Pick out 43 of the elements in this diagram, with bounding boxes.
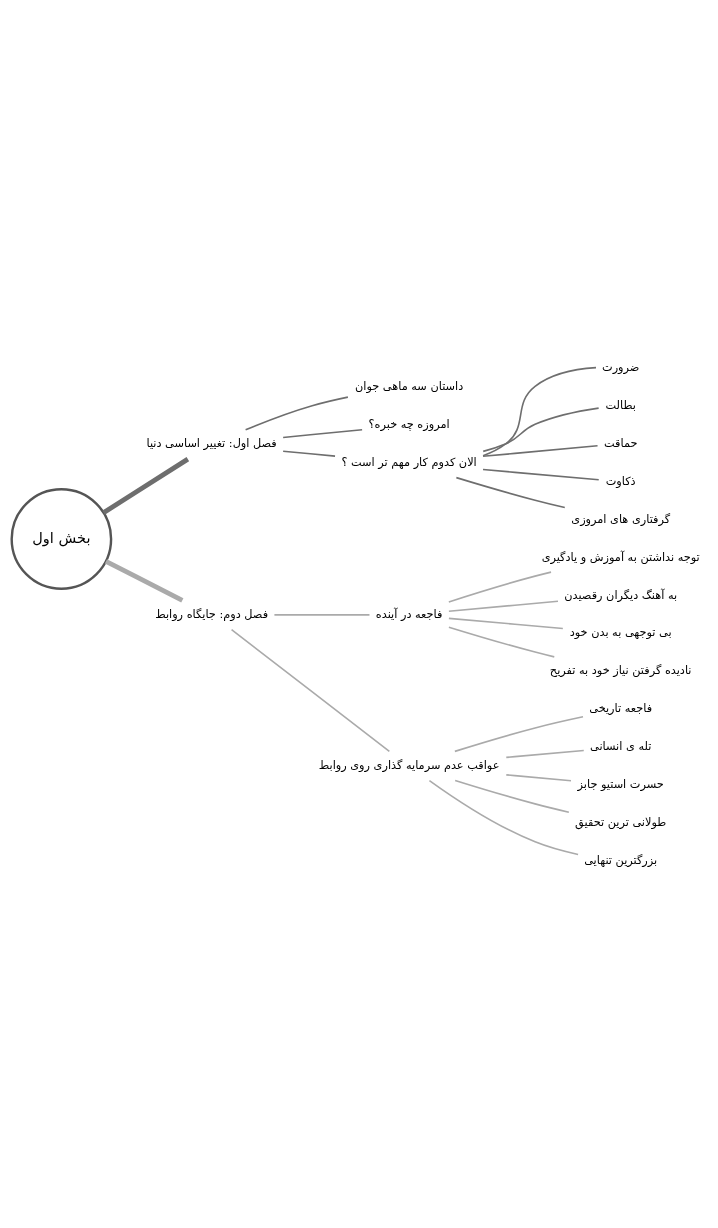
connector	[448, 570, 552, 603]
node-text: تله ی انسانی	[590, 739, 652, 753]
node-text: الان کدوم کار مهم تر است ؟	[341, 455, 477, 469]
node-text: حسرت استیو جابز	[577, 777, 664, 791]
connector	[482, 406, 600, 452]
connector	[482, 366, 597, 456]
node-text: نادیده گرفتن نیاز خود به تفریح	[549, 663, 692, 677]
node-text: فصل دوم: جایگاه روابط	[155, 607, 269, 621]
connector	[273, 613, 371, 616]
node-text: به آهنگ دیگران رقصیدن	[564, 588, 678, 602]
node-text: ذکاوت	[605, 474, 636, 488]
node-text: فصل اول: تغییر اساسی دنیا	[146, 436, 277, 450]
connector	[505, 749, 585, 758]
connector	[282, 449, 336, 457]
node-text: گرفتاری های امروزی	[571, 512, 671, 526]
connector	[482, 444, 599, 457]
connector	[455, 476, 566, 508]
node-text: بی توجهی به بدن خود	[569, 625, 672, 639]
connector	[448, 599, 559, 612]
node-text: توجه نداشتن به آموزش و یادگیری	[541, 550, 700, 564]
connector	[230, 628, 391, 752]
node-text: بزرگترین تنهایی	[584, 853, 658, 867]
node-text: ضرورت	[602, 360, 640, 374]
node-text: حماقت	[603, 436, 638, 450]
node-text: فاجعه در آینده	[375, 607, 443, 621]
node-text: طولانی ترین تحقیق	[575, 815, 667, 829]
connector	[282, 428, 363, 438]
connector	[448, 617, 564, 629]
connector	[482, 468, 600, 481]
connector	[454, 715, 584, 752]
node-text: داستان سه ماهی جوان	[354, 379, 464, 393]
node-text: بطالت	[605, 398, 636, 412]
node-text: امروزه چه خبره؟	[368, 417, 450, 431]
connector	[448, 625, 556, 658]
connector	[104, 558, 184, 602]
connector	[428, 779, 579, 855]
node-text: عواقب عدم سرمایه گذاری روی روابط	[318, 758, 500, 772]
node-circle: بخش اول	[10, 487, 113, 590]
connector	[244, 395, 349, 431]
connector	[102, 456, 190, 515]
connector	[505, 773, 572, 782]
connector	[454, 779, 570, 813]
node-text: فاجعه تاریخی	[589, 701, 653, 715]
